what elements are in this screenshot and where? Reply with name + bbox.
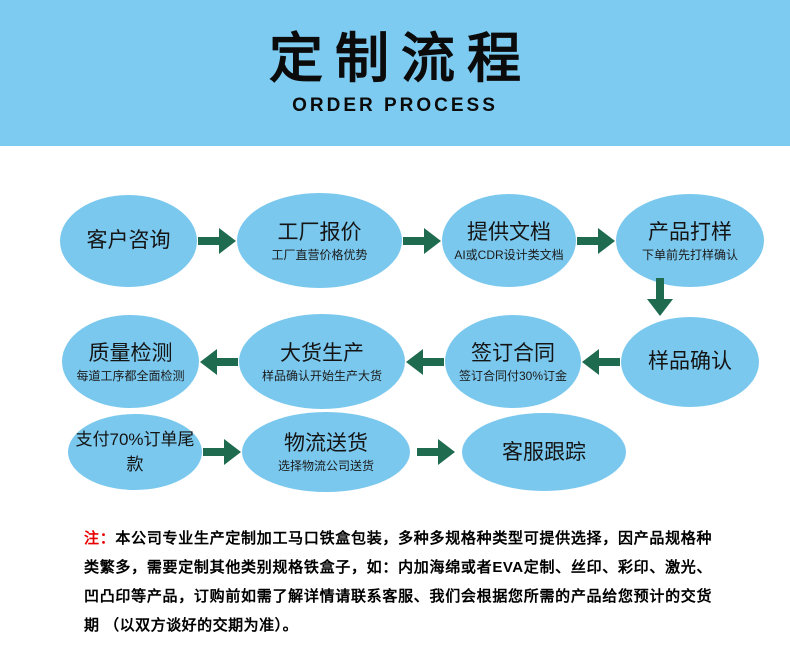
step-label: 大货生产 xyxy=(280,341,364,365)
flow-step-provide-files: 提供文档 AI或CDR设计类文档 xyxy=(442,194,576,287)
step-label: 提供文档 xyxy=(467,220,551,244)
arrow-left-icon xyxy=(199,348,239,376)
step-subtitle: 工厂直营价格优势 xyxy=(271,247,368,262)
arrow-left-icon xyxy=(405,348,445,376)
arrow-right-icon xyxy=(197,227,237,255)
arrow-right-icon xyxy=(576,227,616,255)
arrow-head xyxy=(200,348,217,375)
arrow-left-icon xyxy=(581,348,621,376)
flow-diagram: 客户咨询 工厂报价 工厂直营价格优势 提供文档 AI或CDR设计类文档 产品打样… xyxy=(0,146,790,522)
note-body: 本公司专业生产定制加工马口铁盒包装，多种多规格种类型可提供选择，因产品规格种类繁… xyxy=(84,530,712,634)
step-subtitle: 签订合同付30%订金 xyxy=(458,368,568,383)
flow-step-customer-inquiry: 客户咨询 xyxy=(60,194,197,287)
arrow-shaft xyxy=(417,448,440,456)
flow-step-customer-service-followup: 客服跟踪 xyxy=(462,413,626,491)
arrow-shaft xyxy=(577,236,600,245)
step-subtitle: 下单前先打样确认 xyxy=(641,247,738,262)
flow-row-2: 质量检测 每道工序都全面检测 大货生产 样品确认开始生产大货 签订合同 签订合同… xyxy=(62,314,759,409)
page-subtitle: ORDER PROCESS xyxy=(292,95,498,116)
note-section: 注：本公司专业生产定制加工马口铁盒包装，多种多规格种类型可提供选择，因产品规格种… xyxy=(0,516,790,640)
step-label: 工厂报价 xyxy=(277,220,362,244)
step-label: 样品确认 xyxy=(648,350,732,373)
step-subtitle: 选择物流公司送货 xyxy=(277,459,374,473)
arrow-head xyxy=(219,227,236,254)
step-label: 签订合同 xyxy=(471,341,555,365)
arrow-down-icon xyxy=(646,277,674,317)
step-subtitle: 每道工序都全面检测 xyxy=(76,368,185,383)
arrow-head xyxy=(598,227,615,254)
arrow-shaft xyxy=(215,357,238,366)
arrow-shaft xyxy=(597,357,620,366)
step-label: 质量检测 xyxy=(88,341,173,365)
arrow-shaft xyxy=(421,357,444,366)
step-label: 产品打样 xyxy=(648,220,732,244)
note-paragraph: 注：本公司专业生产定制加工马口铁盒包装，多种多规格种类型可提供选择，因产品规格种… xyxy=(84,524,712,640)
step-label: 支付70%订单尾款 xyxy=(75,430,195,474)
page-title: 定制流程 xyxy=(269,29,533,89)
note-label: 注： xyxy=(84,530,116,547)
arrow-head xyxy=(582,348,599,375)
step-label: 物流送货 xyxy=(284,432,368,455)
arrow-shaft xyxy=(198,236,221,245)
flow-step-pay-balance: 支付70%订单尾款 xyxy=(68,414,202,490)
arrow-right-icon xyxy=(202,438,242,466)
flow-row-3: 支付70%订单尾款 物流送货 选择物流公司送货 客服跟踪 xyxy=(68,412,626,492)
step-subtitle: AI或CDR设计类文档 xyxy=(454,247,564,262)
flow-step-sign-contract: 签订合同 签订合同付30%订金 xyxy=(445,315,581,408)
flow-step-product-sampling: 产品打样 下单前先打样确认 xyxy=(616,194,764,287)
step-label: 客户咨询 xyxy=(86,229,171,252)
flow-row-1: 客户咨询 工厂报价 工厂直营价格优势 提供文档 AI或CDR设计类文档 产品打样… xyxy=(60,193,764,288)
arrow-right-icon xyxy=(402,227,442,255)
flow-step-quality-inspection: 质量检测 每道工序都全面检测 xyxy=(62,315,199,408)
step-label: 客服跟踪 xyxy=(502,440,586,464)
arrow-head xyxy=(406,348,423,375)
arrow-shaft xyxy=(203,448,226,456)
header-banner: 定制流程 ORDER PROCESS xyxy=(0,0,790,146)
flow-step-sample-confirmation: 样品确认 xyxy=(621,316,759,407)
flow-step-logistics-delivery: 物流送货 选择物流公司送货 xyxy=(242,412,410,492)
arrow-shaft xyxy=(403,236,426,245)
step-subtitle: 样品确认开始生产大货 xyxy=(261,368,382,383)
arrow-head xyxy=(224,439,241,465)
flow-step-bulk-production: 大货生产 样品确认开始生产大货 xyxy=(239,314,405,409)
arrow-head xyxy=(438,439,455,465)
arrow-shaft xyxy=(656,278,664,301)
arrow-right-icon xyxy=(416,438,456,466)
arrow-head xyxy=(424,227,441,254)
flow-step-factory-quote: 工厂报价 工厂直营价格优势 xyxy=(237,193,402,288)
